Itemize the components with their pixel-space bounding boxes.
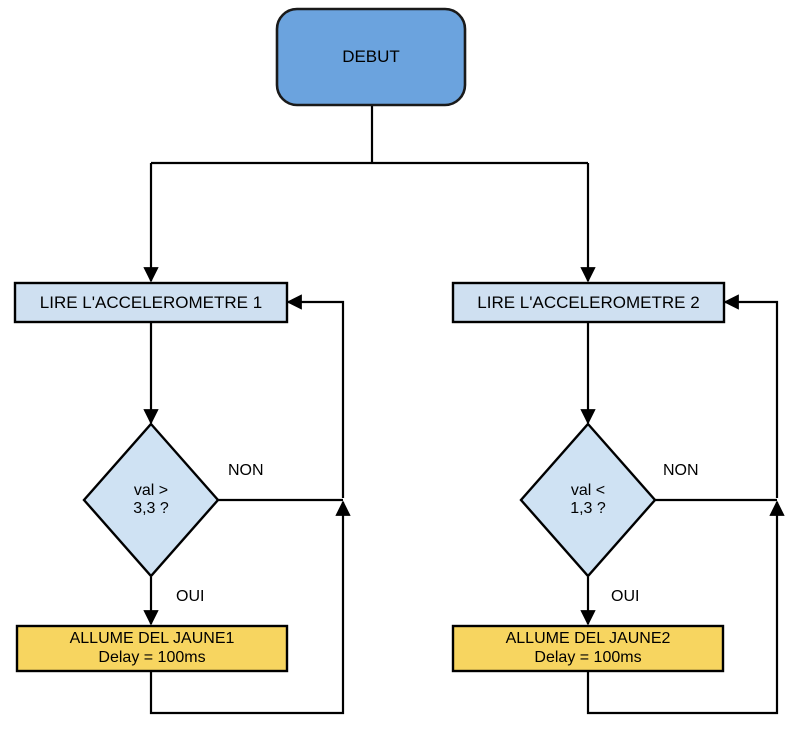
edge-label-decision1-yes: OUI	[176, 588, 205, 605]
edge-label-decision2-no: NON	[663, 462, 699, 479]
edge-layer	[143, 105, 785, 715]
edge-action1-loopback	[149, 500, 351, 715]
edge-label-decision2-yes: OUI	[611, 588, 640, 605]
edge-loop1-to-read1	[286, 294, 345, 498]
node-decision-1-shape	[82, 422, 220, 578]
node-start-shape	[275, 7, 467, 107]
edge-loop2-to-read2	[723, 294, 779, 498]
node-read-accel-2-shape	[451, 281, 726, 324]
edge-action2-loopback	[586, 500, 785, 715]
edge-label-decision1-no: NON	[228, 462, 264, 479]
node-action-1-shape	[15, 624, 289, 673]
node-action-2-shape	[451, 624, 725, 673]
node-decision-2-shape	[519, 422, 657, 578]
node-read-accel-1-shape	[13, 281, 289, 324]
